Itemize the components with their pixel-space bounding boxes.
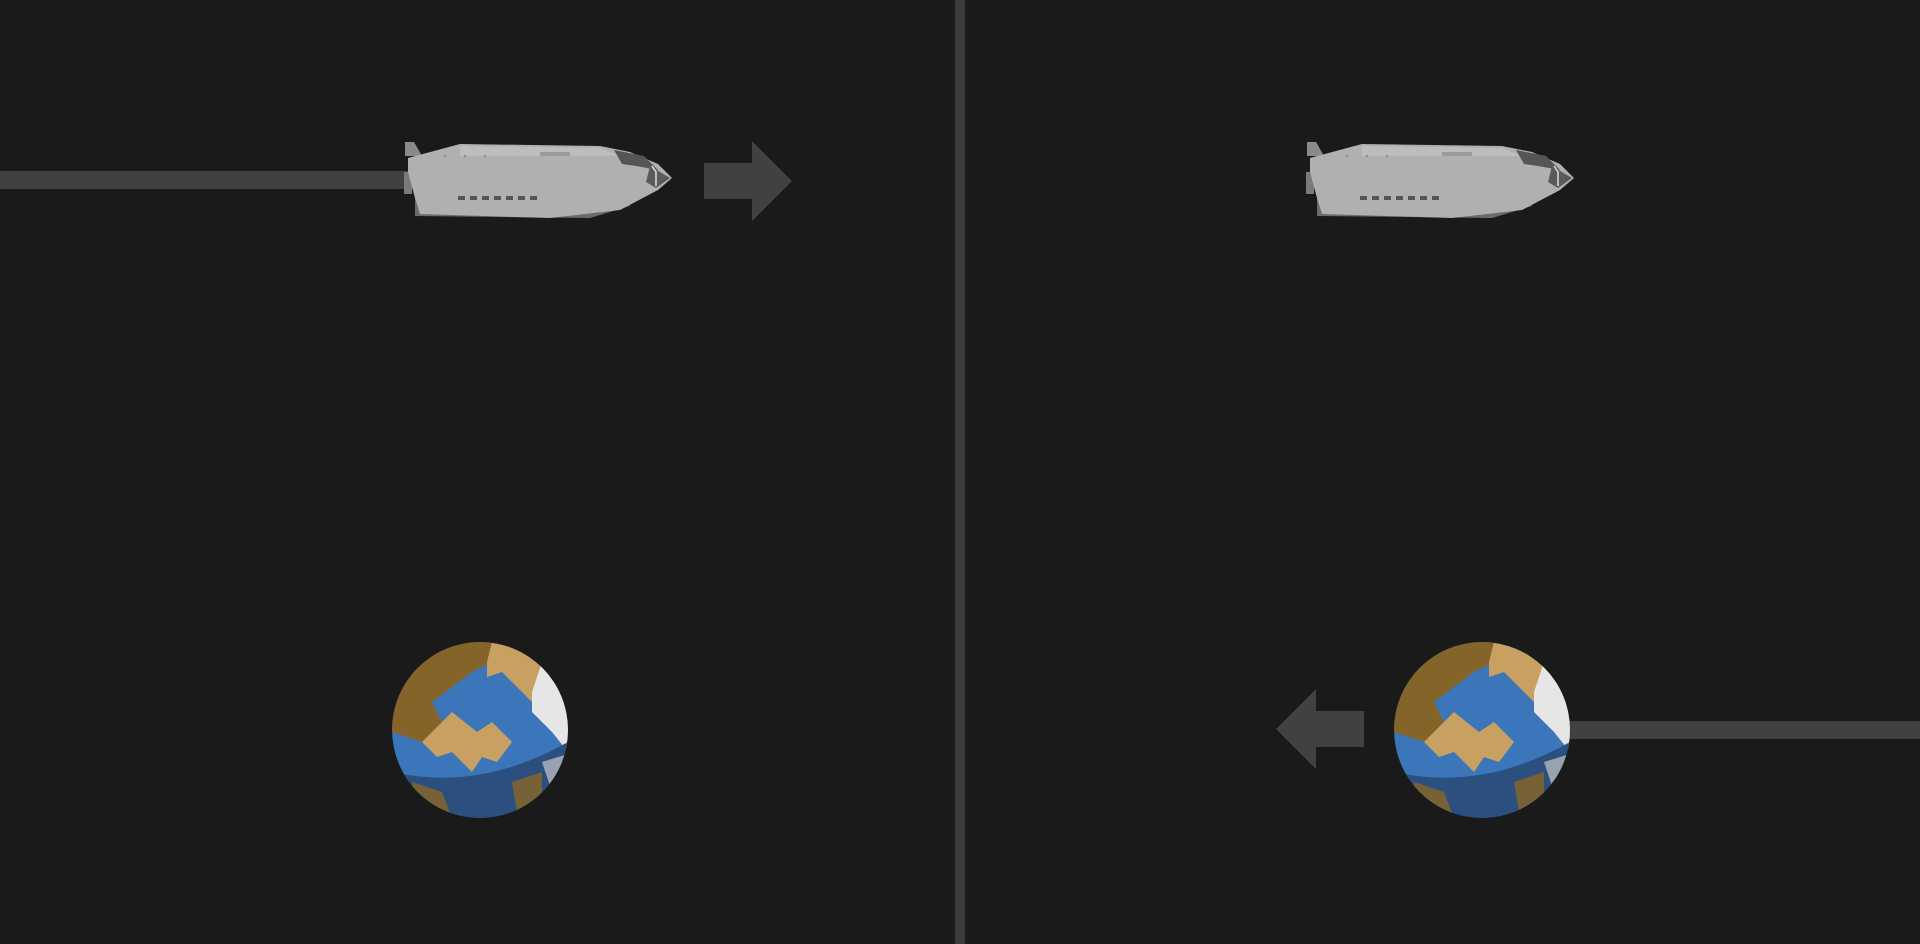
ship-trail	[0, 171, 410, 189]
left-panel	[0, 0, 955, 944]
right-panel	[965, 0, 1920, 944]
spaceship-icon	[1302, 138, 1577, 224]
earth-icon	[392, 642, 568, 818]
arrow-right-icon	[704, 141, 792, 221]
arrow-left-icon	[1276, 689, 1364, 769]
earth-icon	[1394, 642, 1570, 818]
panel-divider	[955, 0, 965, 944]
spaceship-icon	[400, 138, 675, 224]
planet-trail	[1565, 721, 1920, 739]
